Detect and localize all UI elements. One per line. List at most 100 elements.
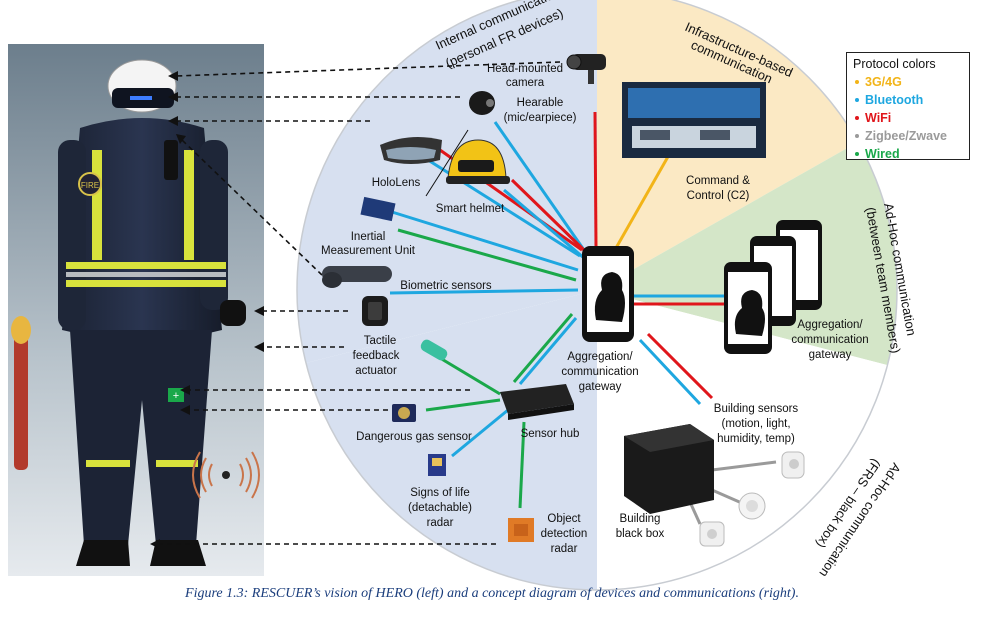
label-smart-helmet: Smart helmet — [436, 203, 505, 215]
label-central-gateway-1: Aggregation/ — [567, 351, 633, 363]
label-hearable-2: (mic/earpiece) — [504, 112, 577, 124]
label-building-sensors-3: humidity, temp) — [717, 433, 795, 445]
legend-item: Bluetooth — [853, 91, 963, 109]
reflective-stripe — [184, 150, 194, 260]
label-sensor-hub: Sensor hub — [521, 428, 580, 440]
first-aid-cross: + — [173, 390, 179, 402]
label-signs-of-life-1: Signs of life — [410, 487, 469, 499]
label-hearable-1: Hearable — [517, 97, 564, 109]
object-radar-icon — [508, 518, 534, 542]
link-imu-bt — [391, 210, 579, 272]
link-signs-bt — [451, 408, 509, 458]
reflective-stripe — [66, 280, 226, 287]
actuator-icon — [420, 339, 448, 361]
label-central-gateway-3: gateway — [579, 381, 622, 393]
link-sensor3-zigbee — [688, 501, 702, 525]
label-biometric: Biometric sensors — [400, 280, 492, 292]
reflective-stripe — [66, 262, 226, 269]
label-command-control-2: Control (C2) — [687, 190, 750, 202]
legend-item-label: WiFi — [865, 111, 892, 125]
sensor-hub-icon — [500, 384, 574, 420]
reflective-stripe — [92, 150, 102, 260]
label-central-gateway-2: communication — [561, 366, 638, 378]
legend-item-label: Bluetooth — [865, 93, 924, 107]
label-building-sensors-2: (motion, light, — [721, 418, 790, 430]
fire-badge — [78, 172, 102, 196]
legend-item-label: Wired — [865, 147, 900, 161]
link-hub-bt — [518, 317, 578, 385]
link-imu-wired — [397, 228, 577, 282]
reflective-stripe — [156, 460, 198, 467]
legend-item: Wired — [853, 145, 963, 163]
legend-bullet-icon — [855, 79, 859, 84]
link-building-bt — [638, 338, 702, 406]
arrow-imu — [181, 139, 323, 276]
link-helmet-bt — [503, 188, 585, 260]
radio-device — [164, 140, 178, 180]
trousers-shape — [70, 330, 212, 545]
link-sensor1-zigbee — [711, 460, 777, 472]
dashed-arrows — [158, 61, 561, 545]
gas-sensor-icon — [392, 404, 416, 422]
label-gas-sensor: Dangerous gas sensor — [356, 431, 472, 443]
link-object-wired — [518, 421, 526, 509]
link-biometric-bt — [389, 288, 579, 295]
link-hearable-bt — [493, 121, 586, 251]
right-boot — [150, 540, 206, 566]
internal-sector-bottom — [306, 290, 597, 591]
hololens-icon — [380, 136, 442, 164]
biometric-band-icon — [322, 266, 392, 288]
label-team-gateway-3: gateway — [809, 349, 852, 361]
label-tactile-2: feedback — [353, 350, 400, 362]
legend-item: 3G/4G — [853, 73, 963, 91]
label-black-box-1: Building — [620, 513, 661, 525]
link-hub-wired — [512, 313, 574, 383]
radar-waves-icon — [192, 451, 260, 499]
legend-item: WiFi — [853, 109, 963, 127]
legend-bullet-icon — [855, 133, 859, 138]
fire-badge-text: FIRE — [81, 181, 99, 190]
central-gateway-phone-icon — [582, 246, 634, 342]
label-object-radar-3: radar — [551, 543, 578, 555]
reflective-stripe — [86, 460, 130, 467]
link-tactile-wired — [439, 356, 501, 396]
link-helmet-wifi — [510, 178, 588, 254]
label-building-sensors-1: Building sensors — [714, 403, 799, 415]
legend-item: Zigbee/Zwave — [853, 127, 963, 145]
label-head-camera-1: Head-mounted — [487, 63, 563, 75]
legend-item-label: Zigbee/Zwave — [865, 129, 947, 143]
label-imu-2: Measurement Unit — [321, 245, 416, 257]
legend-bullet-icon — [855, 115, 859, 120]
head-camera-icon — [566, 54, 606, 84]
right-glove — [220, 300, 246, 326]
label-signs-of-life-3: radar — [427, 517, 454, 529]
legend-bullet-icon — [855, 151, 859, 156]
legend-title: Protocol colors — [853, 57, 936, 71]
circle-outline — [296, 0, 898, 591]
figure-caption: Figure 1.3: RESCUER’s vision of HERO (le… — [185, 586, 799, 601]
hololens-pointer — [425, 129, 469, 197]
team-gateway-phones-icon — [724, 220, 822, 354]
visor-light — [130, 96, 152, 100]
building-sensor-icons — [699, 451, 805, 547]
label-black-box-2: black box — [616, 528, 665, 540]
left-boot — [76, 540, 130, 566]
label-object-radar-1: Object — [547, 513, 581, 525]
link-gas-wired — [425, 398, 501, 412]
reflective-stripe — [66, 272, 226, 277]
label-tactile-3: actuator — [355, 365, 397, 377]
hearable-icon — [469, 91, 495, 115]
black-box-icon — [624, 424, 714, 514]
label-object-radar-2: detection — [541, 528, 588, 540]
label-head-camera-2: camera — [506, 77, 545, 89]
label-hololens: HoloLens — [372, 177, 421, 189]
arrow-heads — [150, 71, 264, 549]
imu-icon — [360, 196, 396, 222]
adhoc-team-sector — [597, 142, 897, 365]
link-camera-wifi — [593, 111, 598, 247]
label-team-gateway-1: Aggregation/ — [797, 319, 863, 331]
